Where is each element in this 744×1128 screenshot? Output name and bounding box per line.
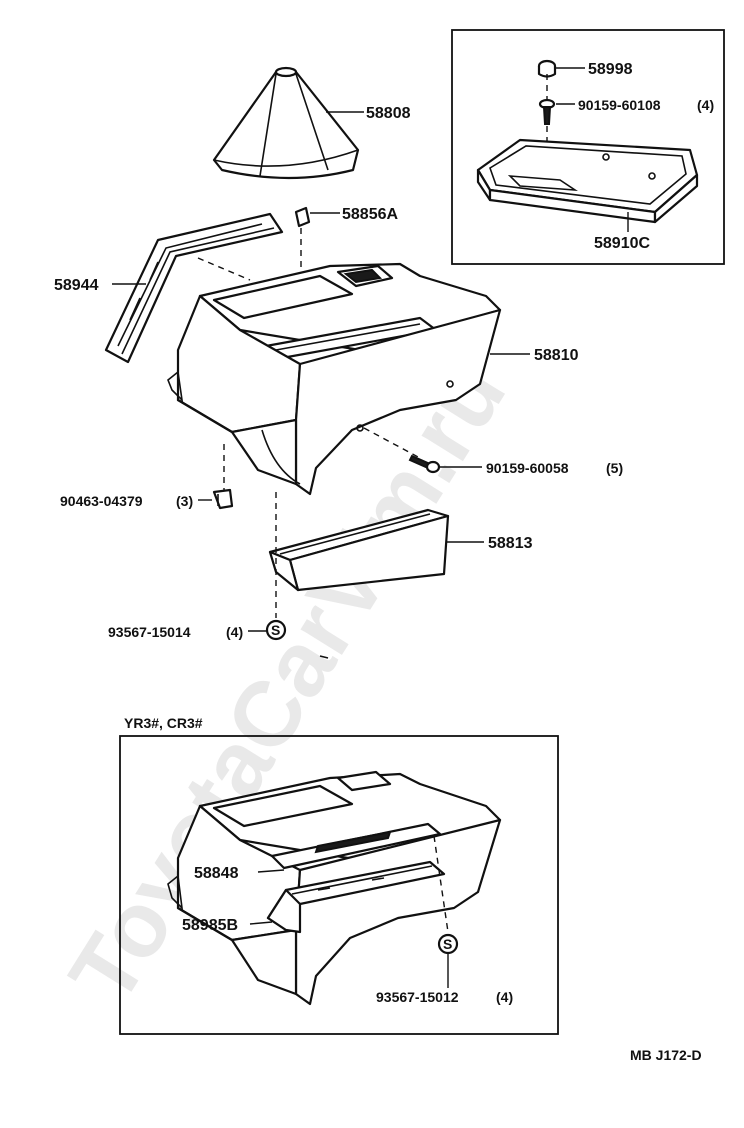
tray-part	[268, 508, 450, 592]
label-screw: 90159-60058	[486, 460, 569, 476]
clip-bottom-part	[212, 488, 234, 510]
label-lid: 58910C	[594, 235, 650, 252]
label-tray: 58813	[488, 535, 533, 552]
figure-code: MB J172-D	[630, 1047, 702, 1063]
lid-part	[476, 138, 699, 224]
label-screw-s1: 93567-15014	[108, 624, 191, 640]
label-screw-s1-qty: (4)	[226, 624, 243, 640]
clip-top-part	[294, 206, 311, 228]
inset-bottom-frame	[119, 735, 559, 1035]
cap-part	[537, 59, 557, 78]
label-clip-bottom-qty: (3)	[176, 493, 193, 509]
label-screw-s2: 93567-15012	[376, 989, 459, 1005]
label-bolt: 90159-60108	[578, 97, 661, 113]
label-bolt-qty: (4)	[697, 97, 714, 113]
label-side-trim: 58944	[54, 277, 99, 294]
screw-part	[408, 454, 441, 474]
console-box-part	[167, 262, 502, 496]
label-clip-bottom: 90463-04379	[60, 493, 143, 509]
label-screw-s2-qty: (4)	[496, 989, 513, 1005]
inset-bottom: S	[119, 735, 559, 1035]
bolt-part	[538, 98, 556, 125]
label-clip-top: 58856A	[342, 206, 398, 223]
shift-boot-part	[212, 66, 360, 180]
s-marker-2: S	[437, 933, 459, 955]
label-screw-qty: (5)	[606, 460, 623, 476]
svg-text:S: S	[443, 936, 452, 952]
label-console-box: 58810	[534, 347, 579, 364]
svg-text:S: S	[271, 622, 280, 638]
label-bracket: 58985B	[182, 917, 238, 934]
s-marker-1: S	[265, 619, 287, 641]
side-trim-part	[104, 212, 284, 364]
label-plate: 58848	[194, 865, 239, 882]
label-cap: 58998	[588, 61, 633, 78]
inset-top-frame	[451, 29, 725, 265]
inset-top	[451, 29, 725, 265]
label-variant: YR3#, CR3#	[124, 715, 203, 731]
label-shift-boot: 58808	[366, 105, 411, 122]
